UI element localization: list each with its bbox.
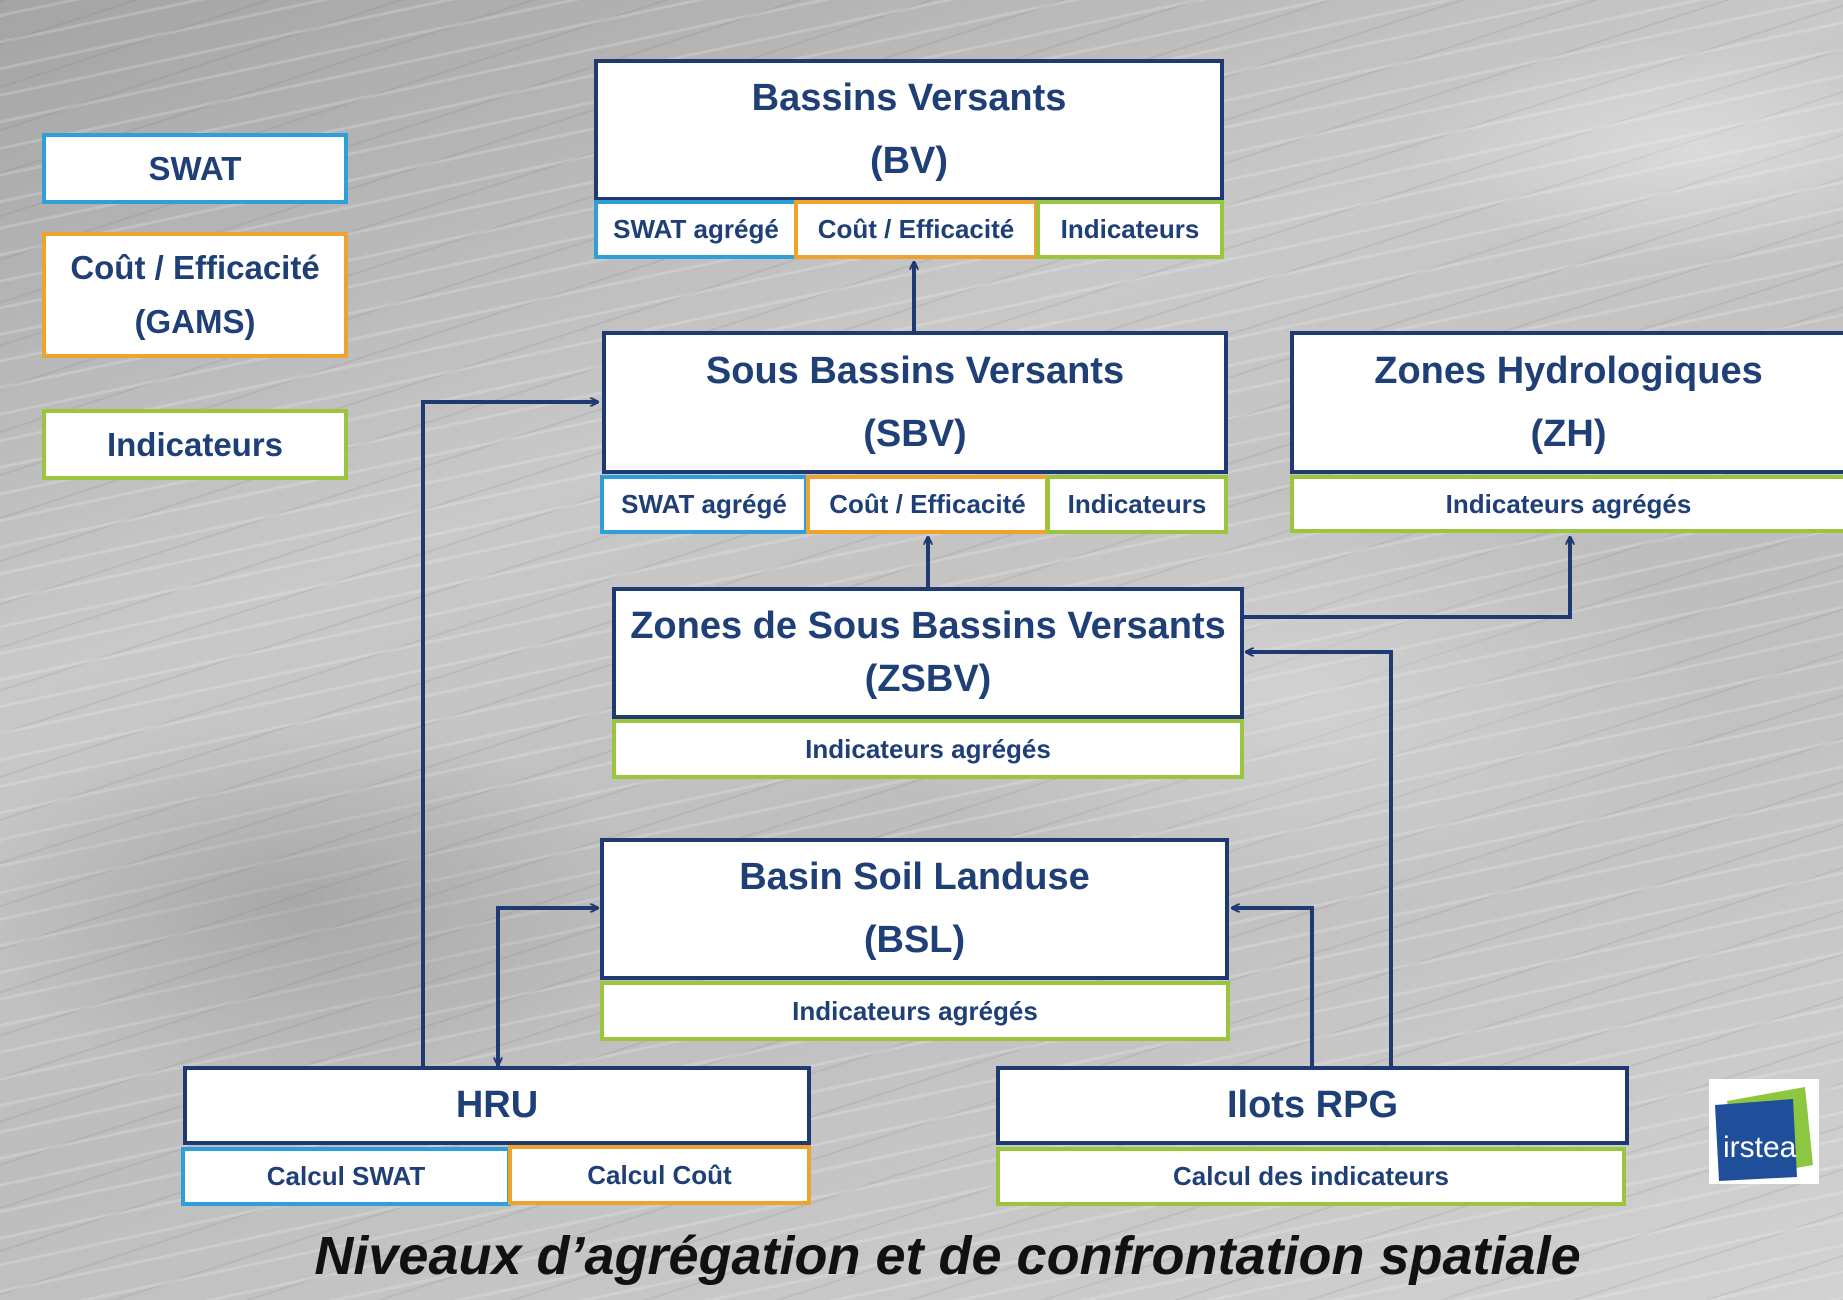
legend-cout-label: Coût / Efficacité bbox=[70, 249, 320, 286]
bv-name: Bassins Versants bbox=[751, 77, 1067, 119]
hru-tag-swat-label: Calcul SWAT bbox=[266, 1161, 426, 1191]
legend-cout-efficacite: Coût / Efficacité (GAMS) bbox=[42, 232, 348, 358]
legend-indicateurs-label: Indicateurs bbox=[106, 425, 284, 463]
bsl-tag-indicateurs: Indicateurs agrégés bbox=[600, 981, 1230, 1041]
sbv-tag-swat-label: SWAT agrégé bbox=[621, 489, 787, 519]
hru-name: HRU bbox=[455, 1084, 539, 1126]
rpg-tag-label: Calcul des indicateurs bbox=[1173, 1161, 1449, 1191]
legend-swat-label: SWAT bbox=[148, 149, 242, 187]
sbv-tag-cout: Coût / Efficacité bbox=[806, 475, 1049, 534]
zh-name: Zones Hydrologiques bbox=[1374, 349, 1763, 392]
legend-gams-label: (GAMS) bbox=[134, 303, 256, 340]
sbv-tag-indicateurs: Indicateurs bbox=[1046, 475, 1228, 534]
arrow-rpg-to-bsl bbox=[1232, 908, 1314, 1068]
legend-indicateurs: Indicateurs bbox=[42, 409, 348, 480]
node-zones-sous-bassins-versants: Zones de Sous Bassins Versants (ZSBV) bbox=[612, 587, 1244, 719]
rpg-name: Ilots RPG bbox=[1226, 1084, 1399, 1126]
bv-tag-indicateurs: Indicateurs bbox=[1036, 200, 1224, 259]
bv-tag-cout-label: Coût / Efficacité bbox=[817, 214, 1015, 244]
node-sous-bassins-versants: Sous Bassins Versants (SBV) bbox=[602, 331, 1228, 474]
bv-abbr: (BV) bbox=[869, 140, 949, 182]
arrow-rpg-to-zsbv bbox=[1246, 652, 1393, 1068]
arrow-hru-to-bsl bbox=[496, 908, 598, 1068]
zsbv-name: Zones de Sous Bassins Versants bbox=[630, 605, 1226, 647]
bv-tag-indicateurs-label: Indicateurs bbox=[1060, 214, 1200, 244]
zh-abbr: (ZH) bbox=[1530, 412, 1607, 455]
zsbv-tag-label: Indicateurs agrégés bbox=[805, 733, 1051, 764]
node-basin-soil-landuse: Basin Soil Landuse (BSL) bbox=[600, 838, 1229, 980]
hru-tag-calcul-swat: Calcul SWAT bbox=[181, 1147, 511, 1206]
arrow-zsbv-to-zh bbox=[1242, 537, 1570, 619]
zh-tag-label: Indicateurs agrégés bbox=[1445, 488, 1692, 519]
sbv-tag-cout-label: Coût / Efficacité bbox=[829, 489, 1026, 519]
diagram-caption: Niveaux d’agrégation et de confrontation… bbox=[314, 1226, 1581, 1286]
node-zones-hydrologiques: Zones Hydrologiques (ZH) bbox=[1290, 331, 1843, 474]
arrow-hru-to-sbv bbox=[421, 402, 598, 1068]
zh-tag-indicateurs: Indicateurs agrégés bbox=[1290, 475, 1843, 533]
bsl-abbr: (BSL) bbox=[863, 919, 966, 961]
sbv-tag-indicateurs-label: Indicateurs bbox=[1067, 489, 1207, 519]
bv-tag-swat-label: SWAT agrégé bbox=[613, 214, 779, 244]
node-bassins-versants: Bassins Versants (BV) bbox=[594, 59, 1224, 201]
legend-swat: SWAT bbox=[42, 133, 348, 204]
bv-tag-swat: SWAT agrégé bbox=[594, 200, 798, 259]
hru-tag-cout-label: Calcul Coût bbox=[587, 1159, 732, 1190]
zsbv-tag-indicateurs: Indicateurs agrégés bbox=[612, 719, 1244, 779]
sbv-name: Sous Bassins Versants bbox=[705, 349, 1125, 392]
sbv-abbr: (SBV) bbox=[863, 412, 967, 455]
irstea-logo: irstea bbox=[1709, 1079, 1819, 1184]
rpg-tag-calcul-indicateurs: Calcul des indicateurs bbox=[996, 1147, 1626, 1206]
node-ilots-rpg: Ilots RPG bbox=[996, 1066, 1629, 1145]
hru-tag-calcul-cout: Calcul Coût bbox=[508, 1145, 811, 1205]
bv-tag-cout: Coût / Efficacité bbox=[794, 200, 1038, 259]
bsl-tag-label: Indicateurs agrégés bbox=[792, 995, 1038, 1026]
sbv-tag-swat: SWAT agrégé bbox=[600, 475, 808, 534]
zsbv-abbr: (ZSBV) bbox=[864, 658, 992, 700]
logo-text: irstea bbox=[1723, 1131, 1797, 1164]
bsl-name: Basin Soil Landuse bbox=[739, 856, 1090, 898]
node-hru: HRU bbox=[183, 1066, 811, 1145]
